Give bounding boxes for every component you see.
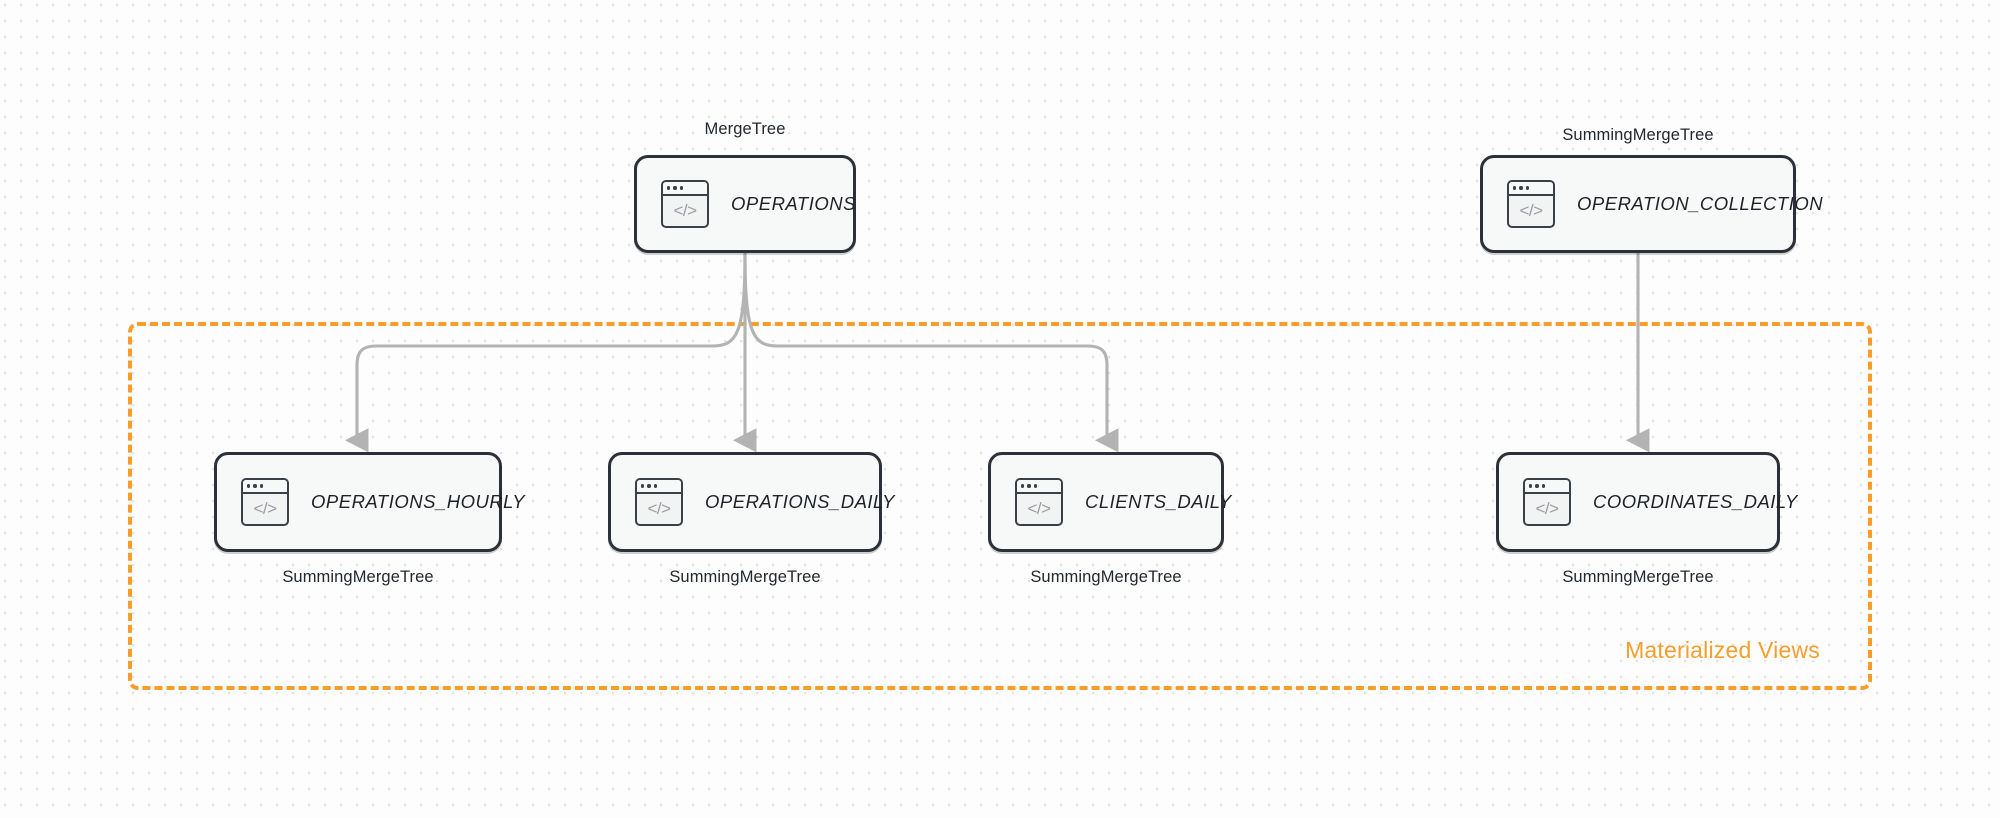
node-operations-hourly[interactable]: </> OPERATIONS_HOURLY — [214, 452, 525, 552]
engine-caption-operations-daily: SummingMergeTree — [669, 568, 821, 586]
code-window-icon: </> — [635, 478, 683, 526]
code-window-icon-titlebar — [1017, 480, 1061, 494]
engine-caption-operations: MergeTree — [704, 120, 786, 138]
code-window-icon-glyph: </> — [1027, 499, 1051, 518]
code-window-icon-titlebar — [663, 182, 707, 196]
code-window-icon-titlebar — [1525, 480, 1569, 494]
engine-caption-operations-hourly: SummingMergeTree — [282, 568, 434, 586]
code-window-icon-dot — [247, 484, 251, 488]
code-window-icon: </> — [241, 478, 289, 526]
materialized-views-group-label: Materialized Views — [1625, 637, 1820, 663]
code-window-icon: </> — [1507, 180, 1555, 228]
code-window-icon-dot — [259, 484, 264, 488]
code-window-icon-glyph: </> — [673, 201, 697, 220]
code-window-icon-glyph: </> — [253, 499, 277, 518]
code-window-icon-dot — [1525, 186, 1530, 190]
engine-caption-coordinates-daily: SummingMergeTree — [1562, 568, 1714, 586]
code-window-icon-titlebar — [1509, 182, 1553, 196]
code-window-icon: </> — [661, 180, 709, 228]
code-window-icon-dot — [1027, 484, 1031, 488]
node-coordinates-daily[interactable]: </> COORDINATES_DAILY — [1496, 452, 1797, 552]
code-window-icon-dot — [1513, 186, 1517, 190]
node-operations[interactable]: </> OPERATIONS — [634, 155, 856, 253]
node-label-operations: OPERATIONS — [731, 193, 856, 214]
node-operations-daily[interactable]: </> OPERATIONS_DAILY — [608, 452, 894, 552]
code-window-icon-glyph: </> — [1535, 499, 1559, 518]
engine-caption-operation-collection: SummingMergeTree — [1562, 126, 1714, 144]
node-clients-daily[interactable]: </> CLIENTS_DAILY — [988, 452, 1231, 552]
code-window-icon-dot — [653, 484, 658, 488]
node-label-operations-daily: OPERATIONS_DAILY — [705, 491, 895, 512]
code-window-icon: </> — [1523, 478, 1571, 526]
node-operation-collection[interactable]: </> OPERATION_COLLECTION — [1480, 155, 1823, 253]
code-window-icon-titlebar — [243, 480, 287, 494]
code-window-icon: </> — [1015, 478, 1063, 526]
engine-caption-clients-daily: SummingMergeTree — [1030, 568, 1182, 586]
node-label-coordinates-daily: COORDINATES_DAILY — [1593, 491, 1798, 512]
code-window-icon-dot — [647, 484, 651, 488]
code-window-icon-dot — [673, 186, 677, 190]
code-window-icon-titlebar — [637, 480, 681, 494]
code-window-icon-dot — [1541, 484, 1546, 488]
code-window-icon-dot — [1535, 484, 1539, 488]
code-window-icon-glyph: </> — [1519, 201, 1543, 220]
code-window-icon-dot — [1021, 484, 1025, 488]
code-window-icon-dot — [1519, 186, 1523, 190]
node-label-clients-daily: CLIENTS_DAILY — [1085, 491, 1232, 512]
node-label-operations-hourly: OPERATIONS_HOURLY — [311, 491, 526, 512]
code-window-icon-dot — [253, 484, 257, 488]
code-window-icon-dot — [667, 186, 671, 190]
code-window-icon-dot — [1033, 484, 1038, 488]
code-window-icon-dot — [1529, 484, 1533, 488]
node-label-operation-collection: OPERATION_COLLECTION — [1577, 193, 1824, 214]
code-window-icon-dot — [641, 484, 645, 488]
code-window-icon-dot — [679, 186, 684, 190]
code-window-icon-glyph: </> — [647, 499, 671, 518]
